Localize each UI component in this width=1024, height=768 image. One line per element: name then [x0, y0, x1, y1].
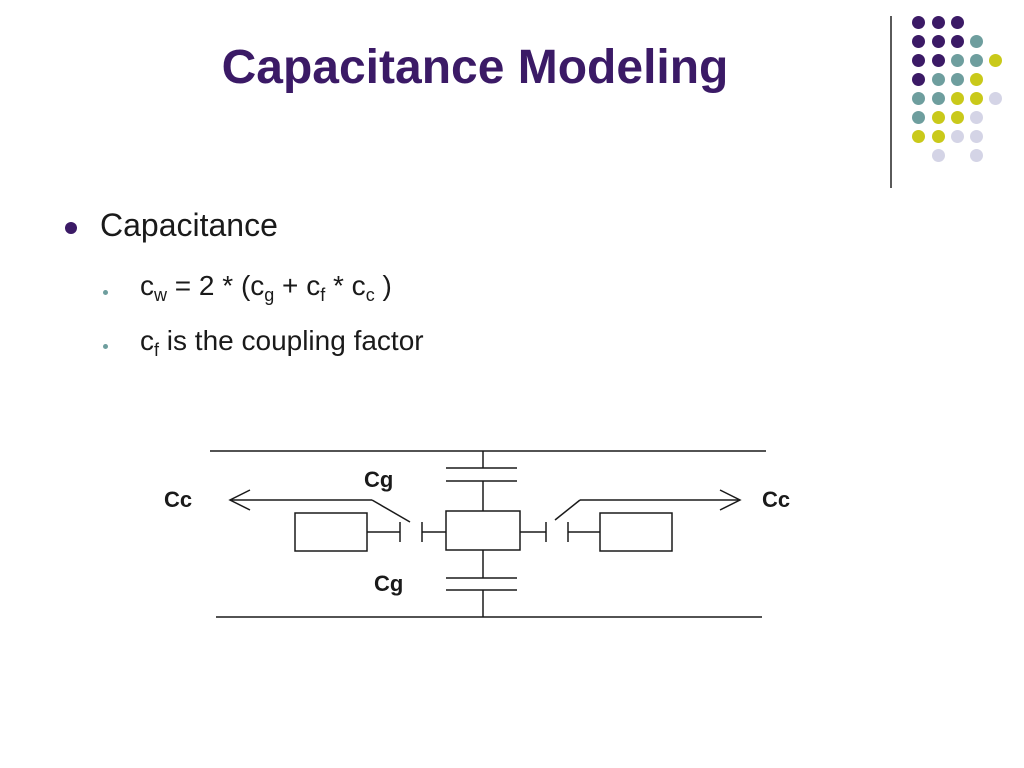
decor-dot: [970, 111, 983, 124]
decor-dot: [912, 16, 925, 29]
bullet-marker: [65, 222, 77, 234]
subscript-f: f: [154, 340, 160, 360]
formula-line: cw = 2 * (cg + cf * cc ): [140, 270, 392, 306]
decor-dot: [951, 111, 964, 124]
decor-dot: [970, 149, 983, 162]
decor-dot: [912, 130, 925, 143]
decor-dot: [951, 35, 964, 48]
decor-dot: [951, 16, 964, 29]
decor-dot: [932, 16, 945, 29]
coupling-part: c: [140, 325, 154, 356]
formula-part: c: [140, 270, 154, 301]
left-wire: [294, 512, 368, 552]
subscript-g: g: [264, 285, 275, 305]
label-cc-right: Cc: [762, 487, 790, 512]
sub-bullet-marker: [103, 344, 108, 349]
formula-part: * c: [325, 270, 366, 301]
left-cc-diagonal: [371, 499, 411, 523]
decor-dot: [912, 111, 925, 124]
right-cc-diagonal: [554, 499, 581, 521]
subscript-c: c: [365, 285, 375, 305]
label-cg-top: Cg: [364, 467, 393, 492]
decor-dot: [989, 92, 1002, 105]
decorative-dot-grid: [0, 0, 1024, 200]
decor-dot: [951, 130, 964, 143]
formula-part: ): [374, 270, 392, 301]
right-arrow-head: [719, 489, 742, 511]
label-cg-bottom: Cg: [374, 571, 403, 596]
formula-part: + c: [274, 270, 321, 301]
decor-dot: [970, 92, 983, 105]
center-wire: [445, 510, 521, 551]
label-cc-left: Cc: [164, 487, 192, 512]
capacitance-diagram: Cg Cg Cc Cc: [164, 450, 790, 618]
page-title: Capacitance Modeling: [221, 41, 729, 94]
right-wire: [599, 512, 673, 552]
decor-dot: [970, 73, 983, 86]
decor-dot: [951, 73, 964, 86]
decor-dot: [932, 111, 945, 124]
decor-dot: [932, 130, 945, 143]
decorative-vertical-line: [890, 16, 892, 188]
formula-part: = 2 * (c: [167, 270, 265, 301]
decor-dot: [951, 92, 964, 105]
subscript-w: w: [154, 285, 167, 305]
decor-dot: [989, 54, 1002, 67]
bullet-capacitance: Capacitance: [100, 207, 278, 243]
left-arrow-head: [228, 489, 251, 511]
decor-dot: [970, 130, 983, 143]
decor-dot: [970, 54, 983, 67]
decor-dot: [951, 54, 964, 67]
decor-dot: [970, 35, 983, 48]
subscript-f: f: [320, 285, 326, 305]
decor-dot: [932, 149, 945, 162]
coupling-factor-line: cf is the coupling factor: [140, 325, 424, 361]
sub-bullet-marker: [103, 290, 108, 295]
coupling-part: is the coupling factor: [159, 325, 424, 356]
